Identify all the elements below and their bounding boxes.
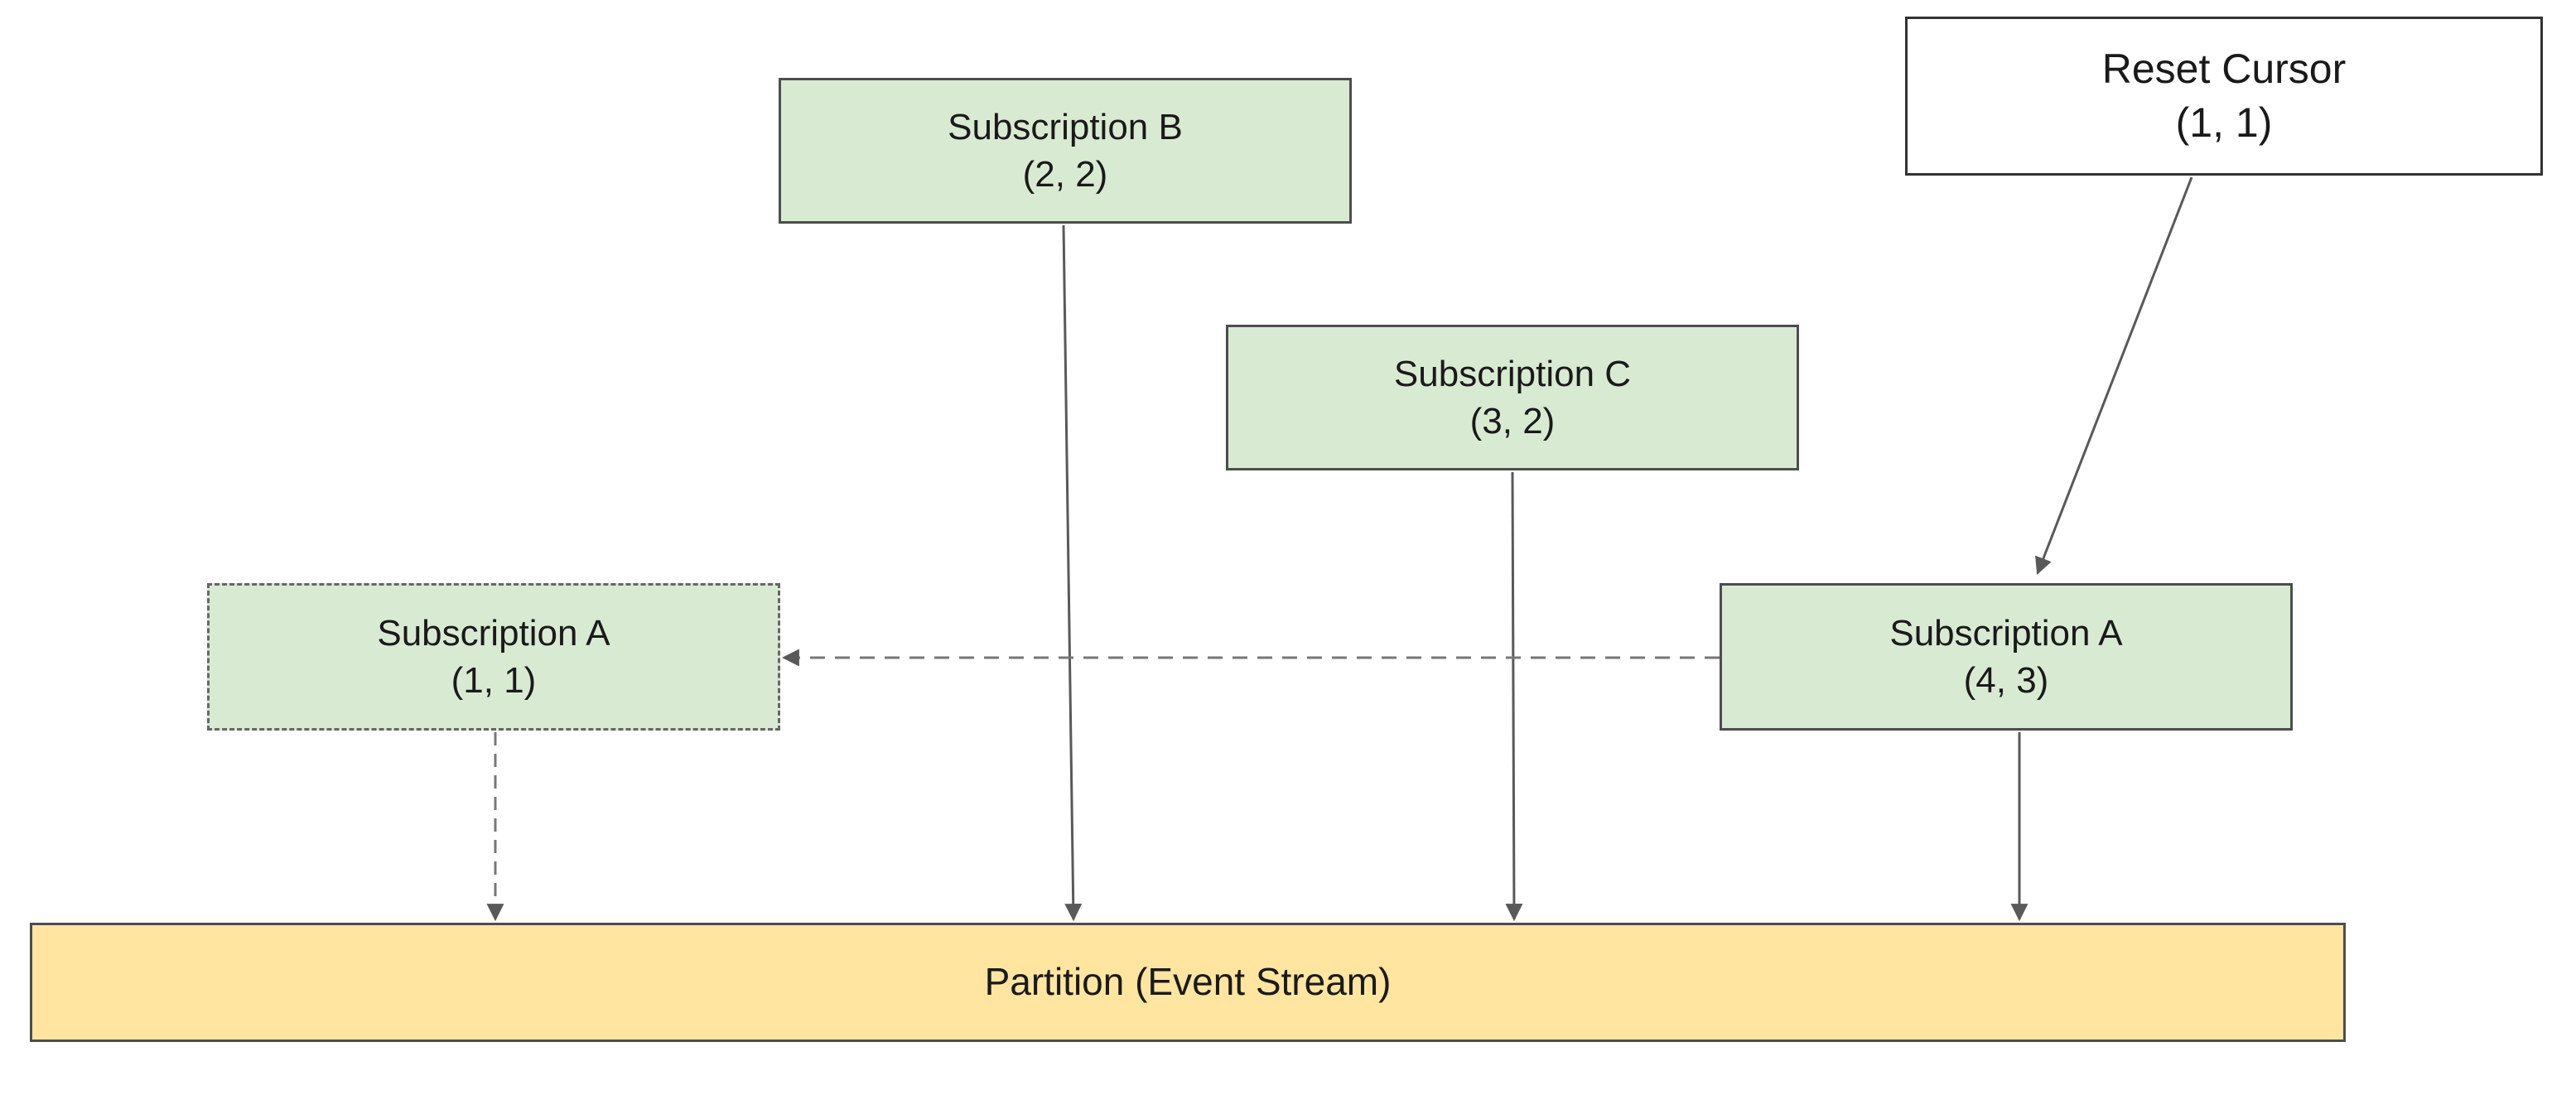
subscription-a-new-box: Subscription A (4, 3) xyxy=(1720,583,2293,731)
reset-cursor-position: (1, 1) xyxy=(2175,99,2273,146)
subscription-a-old-position: (1, 1) xyxy=(451,660,537,701)
partition-event-stream: Partition (Event Stream) xyxy=(30,923,2346,1042)
subscription-c-title: Subscription C xyxy=(1393,353,1632,394)
reset-cursor-box: Reset Cursor (1, 1) xyxy=(1905,17,2543,176)
subscription-c-arrow xyxy=(1505,471,1523,922)
subscription-a-old-title: Subscription A xyxy=(377,612,610,654)
subscription-b-arrow xyxy=(1062,224,1083,922)
partition-label: Partition (Event Stream) xyxy=(984,960,1392,1004)
subscription-a-new-title: Subscription A xyxy=(1889,612,2123,654)
reset-cursor-arrow xyxy=(2035,176,2193,575)
subscription-a-new-position: (4, 3) xyxy=(1963,660,2049,701)
subscription-c-box: Subscription C (3, 2) xyxy=(1226,325,1799,470)
subscription-c-position: (3, 2) xyxy=(1469,401,1556,441)
subscription-b-title: Subscription B xyxy=(948,106,1183,147)
reset-cursor-title: Reset Cursor xyxy=(2101,46,2347,92)
subscription-b-box: Subscription B (2, 2) xyxy=(779,78,1352,224)
subscription-a-old-box: Subscription A (1, 1) xyxy=(207,583,780,731)
subscription-b-position: (2, 2) xyxy=(1022,154,1108,195)
